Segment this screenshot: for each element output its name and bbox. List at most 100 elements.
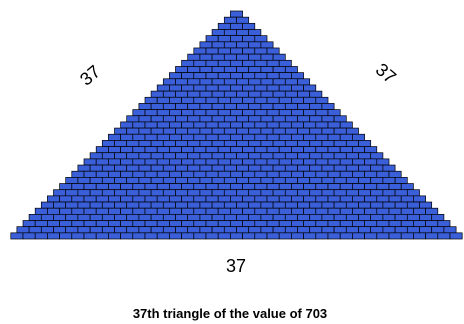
brick (65, 189, 79, 197)
brick (352, 232, 365, 240)
brick (236, 201, 250, 209)
brick (71, 183, 85, 191)
brick (376, 183, 390, 191)
brick (242, 121, 256, 129)
brick (187, 53, 201, 61)
brick (394, 226, 408, 234)
brick (260, 53, 274, 61)
brick (236, 152, 250, 160)
brick-pyramid (10, 10, 463, 240)
brick (144, 195, 158, 203)
brick (315, 220, 329, 228)
brick (181, 72, 195, 80)
brick (162, 226, 176, 234)
brick (126, 140, 140, 147)
brick (108, 207, 121, 215)
brick (114, 214, 128, 221)
brick (169, 72, 182, 80)
brick (181, 183, 195, 191)
brick (223, 127, 237, 135)
brick (217, 59, 231, 67)
brick (47, 207, 60, 215)
brick (89, 226, 103, 234)
brick (138, 214, 152, 221)
brick (95, 232, 109, 240)
brick (339, 121, 353, 129)
brick (242, 195, 256, 203)
brick (138, 177, 152, 184)
brick (327, 183, 341, 191)
brick (199, 103, 213, 110)
brick (187, 115, 201, 123)
brick (120, 220, 134, 228)
brick (303, 170, 317, 178)
brick (297, 189, 311, 197)
brick (138, 189, 152, 197)
brick (242, 35, 256, 43)
brick (242, 133, 256, 141)
brick (193, 109, 207, 117)
brick (254, 109, 268, 117)
brick (333, 226, 347, 234)
brick (181, 220, 195, 228)
brick (199, 78, 213, 86)
brick (230, 47, 243, 55)
brick (260, 127, 274, 135)
brick (248, 140, 262, 147)
brick (205, 109, 219, 117)
brick (181, 121, 195, 129)
brick (101, 152, 115, 160)
brick (260, 226, 274, 234)
brick (175, 78, 189, 86)
brick (181, 109, 195, 117)
brick (193, 146, 207, 154)
brick (205, 59, 219, 67)
brick (278, 232, 292, 240)
brick (291, 158, 304, 166)
brick (254, 170, 268, 178)
brick (272, 115, 286, 123)
brick (205, 96, 219, 104)
brick (217, 109, 231, 117)
brick (291, 207, 304, 215)
brick (217, 232, 231, 240)
brick (321, 189, 335, 197)
brick (169, 220, 182, 228)
brick (217, 146, 231, 154)
brick (205, 146, 219, 154)
brick (132, 232, 146, 240)
brick (278, 146, 292, 154)
brick (260, 140, 274, 147)
brick (175, 140, 189, 147)
brick (205, 35, 219, 43)
brick (162, 103, 176, 110)
brick (101, 164, 115, 172)
brick (217, 121, 231, 129)
brick (400, 220, 414, 228)
brick (345, 201, 359, 209)
brick (266, 232, 280, 240)
brick (59, 232, 73, 240)
brick (59, 195, 73, 203)
brick (254, 84, 268, 92)
brick (333, 140, 347, 147)
brick (120, 195, 134, 203)
brick (187, 66, 201, 73)
brick (339, 207, 353, 215)
brick (370, 177, 384, 184)
brick (193, 59, 207, 67)
brick (120, 158, 134, 166)
brick (364, 220, 378, 228)
brick (101, 140, 115, 147)
brick (217, 96, 231, 104)
brick (242, 183, 256, 191)
brick (278, 121, 292, 129)
brick (260, 41, 274, 49)
brick (254, 72, 268, 80)
brick (284, 103, 298, 110)
brick (333, 164, 347, 172)
brick (309, 214, 323, 221)
brick (388, 207, 402, 215)
brick (83, 207, 97, 215)
brick (89, 214, 103, 221)
